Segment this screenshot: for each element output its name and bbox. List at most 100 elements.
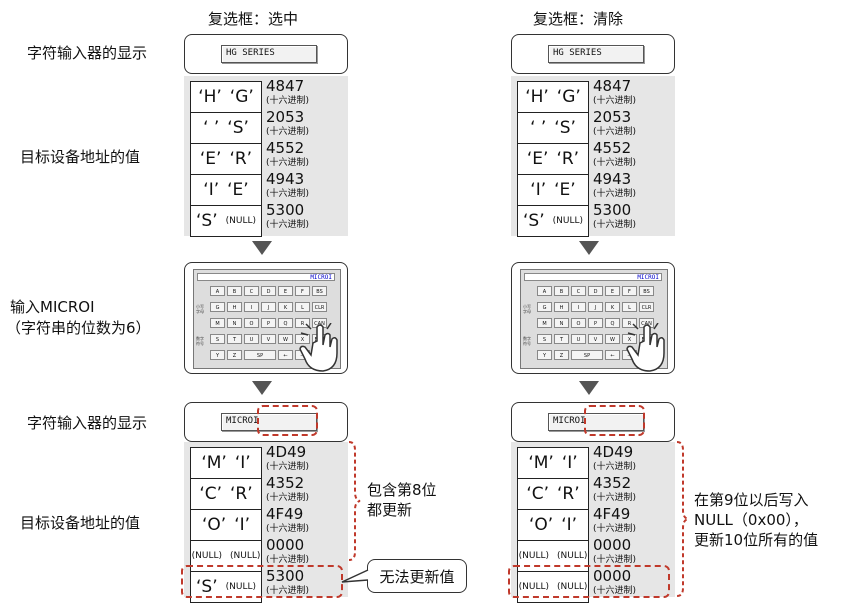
note-right-line1: 在第9位以后写入 <box>694 491 809 509</box>
register-char: ‘I’ <box>234 515 251 535</box>
register-char: ‘O’ <box>201 515 227 535</box>
keyboard-key[interactable]: SP <box>571 350 603 360</box>
register-row: ‘O’‘I’4F49(十六进制) <box>190 505 340 541</box>
keyboard-key[interactable]: H <box>227 302 242 312</box>
register-char: ‘S’ <box>554 118 576 138</box>
keyboard-key[interactable]: E <box>605 286 620 296</box>
keyboard-key[interactable]: R <box>622 318 637 328</box>
keyboard-side-label[interactable]: 数字符号 <box>523 336 531 346</box>
register-char: (NULL) <box>230 551 261 561</box>
keyboard-key[interactable]: Z <box>227 350 242 360</box>
keyboard-key[interactable]: L <box>622 302 637 312</box>
keyboard-frame-left: MICROI ABCDEFBSGHIJKLCLRMNOPQRCANSTUVWXE… <box>184 262 348 374</box>
register-hex-value: 4552 <box>593 139 632 157</box>
keyboard-key[interactable]: C <box>571 286 586 296</box>
keyboard-key[interactable]: V <box>588 334 603 344</box>
keyboard-key[interactable]: B <box>227 286 242 296</box>
keyboard-key[interactable]: R <box>295 318 310 328</box>
keyboard-key[interactable]: D <box>261 286 276 296</box>
keyboard-key[interactable]: BS <box>312 286 327 296</box>
keyboard-key[interactable]: K <box>278 302 293 312</box>
keyboard-side-label[interactable]: 小写字母 <box>196 304 204 314</box>
register-row: ‘H’‘G’4847(十六进制) <box>190 77 340 113</box>
keyboard-key[interactable]: P <box>588 318 603 328</box>
register-chars: ‘I’‘E’ <box>190 174 262 206</box>
keyboard-key[interactable]: L <box>295 302 310 312</box>
keyboard-key[interactable]: F <box>295 286 310 296</box>
keyboard-key[interactable]: T <box>554 334 569 344</box>
keyboard-key[interactable]: F <box>622 286 637 296</box>
keyboard-key[interactable]: B <box>554 286 569 296</box>
note-left-line1: 包含第8位 <box>367 481 437 499</box>
keyboard-key[interactable]: D <box>588 286 603 296</box>
register-hex-unit: (十六进制) <box>593 127 637 137</box>
keyboard-side-label[interactable]: 数字符号 <box>196 336 204 346</box>
keyboard-key[interactable]: A <box>210 286 225 296</box>
keyboard-key[interactable]: U <box>571 334 586 344</box>
keyboard-key[interactable]: Q <box>605 318 620 328</box>
register-hex-value: 4352 <box>266 474 305 492</box>
keyboard-key[interactable]: J <box>261 302 276 312</box>
register-hex-value: 4352 <box>593 474 632 492</box>
display-field-before-left: HG SERIES <box>221 45 317 63</box>
register-hex-value: 5300 <box>593 201 632 219</box>
keyboard-key[interactable]: M <box>537 318 552 328</box>
keyboard-key[interactable]: Z <box>554 350 569 360</box>
register-hex-unit: (十六进制) <box>593 586 637 596</box>
keyboard-key[interactable]: SP <box>244 350 276 360</box>
register-char: ‘I’ <box>561 453 578 473</box>
keyboard-key[interactable]: S <box>537 334 552 344</box>
keyboard-key[interactable]: A <box>537 286 552 296</box>
register-hex-unit: (十六进制) <box>593 158 637 168</box>
keyboard-key[interactable]: U <box>244 334 259 344</box>
keyboard-key[interactable]: C <box>244 286 259 296</box>
keyboard-side-label[interactable]: 小写字母 <box>523 304 531 314</box>
keyboard-key[interactable]: W <box>278 334 293 344</box>
keyboard-key[interactable]: W <box>605 334 620 344</box>
register-char: ‘S’ <box>196 577 218 597</box>
label-input-line1: 输入MICROI <box>10 298 95 316</box>
register-hex-value: 0000 <box>593 567 632 585</box>
keyboard-key[interactable]: ← <box>278 350 293 360</box>
keyboard-key[interactable]: O <box>244 318 259 328</box>
keyboard-key[interactable]: CLR <box>312 302 327 312</box>
keyboard-key[interactable]: T <box>227 334 242 344</box>
keyboard-key[interactable]: N <box>554 318 569 328</box>
register-char: ‘I’ <box>561 515 578 535</box>
register-hex-unit: (十六进制) <box>593 189 637 199</box>
highlight-row-left <box>181 565 343 598</box>
keyboard-key[interactable]: S <box>210 334 225 344</box>
keyboard-key[interactable]: ← <box>605 350 620 360</box>
register-row: ‘O’‘I’4F49(十六进制) <box>517 506 667 541</box>
register-hex-value: 4943 <box>593 170 632 188</box>
register-char: (NULL) <box>225 582 256 592</box>
callout-cannot-update: 无法更新值 <box>367 559 467 593</box>
keyboard-key[interactable]: X <box>295 334 310 344</box>
keyboard-key[interactable]: Q <box>278 318 293 328</box>
register-hex-value: 4F49 <box>266 505 304 523</box>
keyboard-key[interactable]: X <box>622 334 637 344</box>
keyboard-key[interactable]: G <box>210 302 225 312</box>
keyboard-key[interactable]: Y <box>537 350 552 360</box>
register-char: ‘H’ <box>525 87 549 107</box>
register-hex-value: 4943 <box>266 170 305 188</box>
keyboard-key[interactable]: G <box>537 302 552 312</box>
register-chars: ‘S’(NULL) <box>517 205 589 237</box>
keyboard-key[interactable]: E <box>278 286 293 296</box>
keyboard-key[interactable]: I <box>571 302 586 312</box>
keyboard-key[interactable]: I <box>244 302 259 312</box>
keyboard-key[interactable]: J <box>588 302 603 312</box>
keyboard-key[interactable]: K <box>605 302 620 312</box>
keyboard-key[interactable]: O <box>571 318 586 328</box>
register-row: ‘S’(NULL)5300(十六进制) <box>190 202 340 237</box>
register-chars: ‘C’‘R’ <box>517 478 589 510</box>
keyboard-key[interactable]: BS <box>639 286 654 296</box>
register-hex-value: 4847 <box>266 77 305 95</box>
keyboard-key[interactable]: V <box>261 334 276 344</box>
keyboard-key[interactable]: CLR <box>639 302 654 312</box>
keyboard-key[interactable]: Y <box>210 350 225 360</box>
keyboard-key[interactable]: M <box>210 318 225 328</box>
keyboard-key[interactable]: N <box>227 318 242 328</box>
keyboard-key[interactable]: P <box>261 318 276 328</box>
keyboard-key[interactable]: H <box>554 302 569 312</box>
